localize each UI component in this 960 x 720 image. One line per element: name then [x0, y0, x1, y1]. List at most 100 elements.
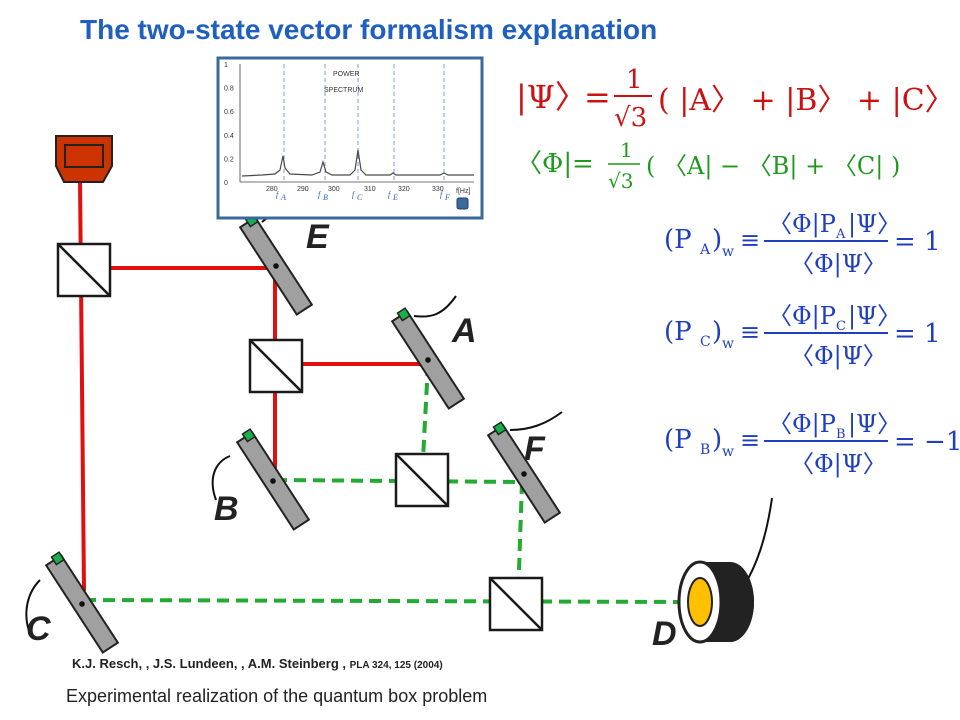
power-spectrum-curve: [241, 149, 474, 177]
mirror-f: [486, 421, 562, 524]
wire-f: [509, 411, 563, 431]
inset-title-2: SPECTRUM: [324, 87, 363, 94]
equation-psi: |Ψ〉 = 1 √3 ( |A〉 + |B〉 + |C〉 ): [516, 65, 960, 133]
freq-symbol: f: [276, 190, 280, 199]
freq-subscript: A: [280, 193, 286, 202]
reference-journal: PLA 324, 125 (2004): [349, 660, 443, 671]
beam-c-to-d: [83, 598, 691, 604]
weak-lhs-end: ): [712, 317, 722, 347]
psi-equals: =: [584, 78, 611, 116]
weak-rhs: = 1: [894, 227, 941, 257]
freq-symbol: f: [352, 190, 356, 199]
weak-w: w: [722, 244, 734, 260]
freq-subscript: F: [444, 193, 450, 202]
label-a: A: [451, 312, 477, 350]
mirror-a: [390, 307, 466, 410]
weak-lhs: (P: [664, 225, 692, 255]
inset-y-tick: 0: [224, 180, 228, 187]
laser-source-icon: [55, 135, 113, 183]
freq-symbol: f: [388, 190, 392, 199]
phi-equals: =: [572, 149, 594, 179]
mirror-c: [44, 551, 120, 654]
wire-c: [25, 579, 41, 635]
psi-coef-num: 1: [626, 65, 643, 95]
weak-num-open: 〈Φ|P: [768, 410, 836, 439]
phi-body: ( 〈A| − 〈B| + 〈C| ): [646, 152, 900, 181]
weak-rhs: = 1: [894, 319, 941, 349]
weak-equiv: ≡: [740, 318, 760, 346]
weak-lhs-end: ): [712, 225, 722, 255]
weak-equiv: ≡: [740, 426, 760, 454]
equation-phi: 〈Φ| = 1 √3 ( 〈A| − 〈B| + 〈C| ): [516, 138, 900, 193]
weak-num-sub: A: [835, 227, 846, 242]
inset-title-1: POWER: [333, 71, 359, 78]
weak-lhs-sub: C: [700, 334, 711, 350]
inset-x-tick: 300: [328, 186, 340, 193]
label-b: B: [214, 490, 239, 528]
weak-lhs-sub: A: [699, 242, 711, 258]
inset-x-tick: 320: [398, 186, 410, 193]
detector-icon: [677, 560, 754, 644]
psi-coef-den: √3: [614, 103, 647, 133]
beam-splitter-bottom: [488, 576, 544, 632]
label-e: E: [306, 218, 330, 256]
phi-coef-den: √3: [608, 169, 633, 193]
weak-lhs: (P: [664, 317, 692, 347]
beam-splitter-center: [248, 338, 304, 394]
inset-x-tick: 280: [266, 186, 278, 193]
inset-x-tick: 310: [364, 186, 376, 193]
weak-num-open: 〈Φ|P: [768, 210, 836, 239]
weak-rhs: = −1: [894, 427, 960, 457]
green-beam-paths: [83, 363, 691, 604]
reference-authors: K.J. Resch, , J.S. Lundeen, , A.M. Stein…: [72, 656, 347, 671]
mirror-icon: [44, 213, 562, 654]
freq-subscript: E: [392, 193, 398, 202]
inset-x-unit: f[Hz]: [456, 188, 470, 195]
beam-splitter-left: [56, 242, 112, 298]
weak-num-open: 〈Φ|P: [768, 302, 836, 331]
inset-x-tick: 330: [432, 186, 444, 193]
freq-symbol: f: [318, 190, 322, 199]
weak-den: 〈Φ|Ψ〉: [790, 250, 887, 279]
weak-num-close: |Ψ〉: [848, 302, 901, 331]
freq-subscript: B: [323, 193, 328, 202]
beam-splitter-icon: [56, 242, 544, 632]
caption: Experimental realization of the quantum …: [66, 686, 488, 706]
weak-lhs-end: ): [712, 425, 722, 455]
actuator-wires: [25, 209, 773, 635]
inset-y-tick-labels: 10.80.60.40.20: [224, 62, 234, 187]
inset-y-tick: 0.2: [224, 156, 234, 163]
wire-b: [211, 455, 231, 501]
psi-ket: |Ψ〉: [516, 78, 587, 116]
beam-splitter-lower: [394, 452, 450, 508]
inset-y-tick: 1: [224, 62, 228, 69]
phi-bra: 〈Φ|: [516, 149, 572, 179]
label-d: D: [652, 615, 677, 653]
weak-num-sub: C: [836, 319, 846, 334]
mirror-b: [235, 428, 311, 531]
inset-y-tick: 0.6: [224, 109, 234, 116]
page-title: The two-state vector formalism explanati…: [80, 14, 658, 45]
weak-equiv: ≡: [740, 226, 760, 254]
weak-w: w: [722, 336, 734, 352]
reference: K.J. Resch, , J.S. Lundeen, , A.M. Stein…: [72, 656, 443, 671]
freq-symbol: f: [440, 190, 444, 199]
inset-x-tick: 290: [297, 186, 309, 193]
inset-button-icon[interactable]: [456, 197, 469, 210]
weak-den: 〈Φ|Ψ〉: [790, 342, 887, 371]
weak-lhs: (P: [664, 425, 692, 455]
psi-body: ( |A〉 + |B〉 + |C〉 ): [658, 83, 960, 118]
weak-num-close: |Ψ〉: [848, 410, 901, 439]
inset-frame: [216, 56, 484, 220]
wire-d: [743, 497, 773, 587]
